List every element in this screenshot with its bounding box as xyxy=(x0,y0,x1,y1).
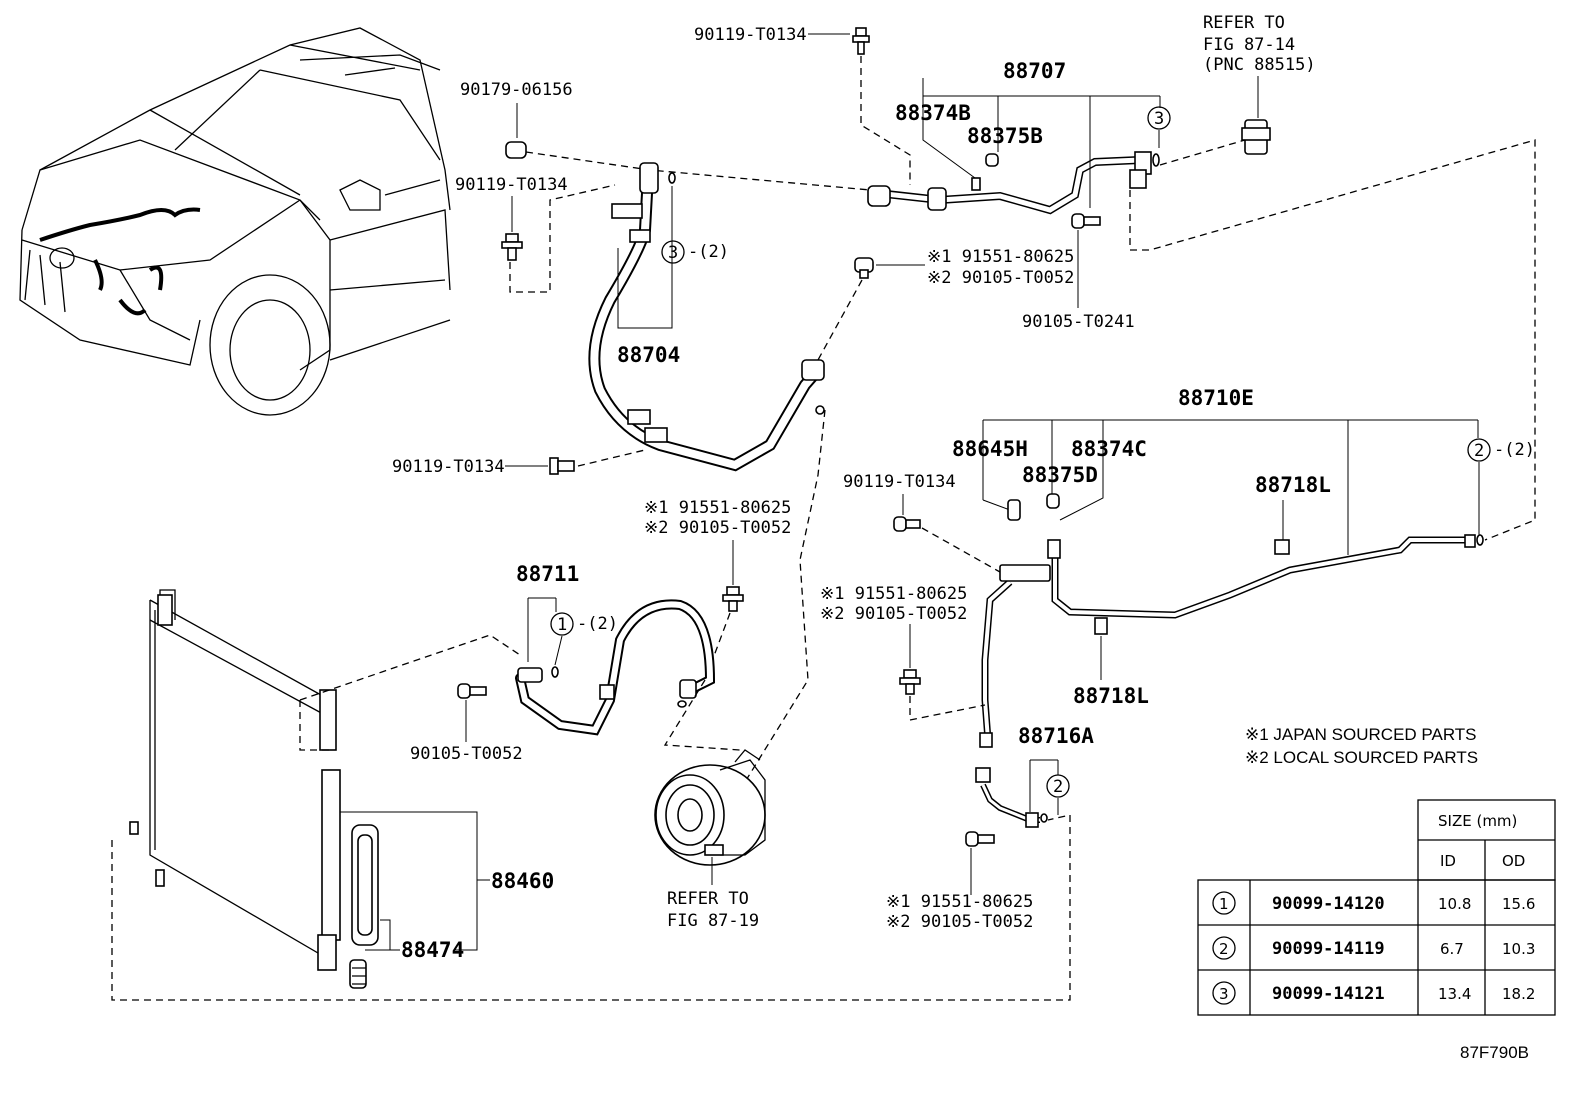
label-88716A: 88716A xyxy=(1018,724,1094,748)
svg-text:2: 2 xyxy=(1053,777,1063,797)
label-88375D: 88375D xyxy=(1022,463,1098,487)
label-88707: 88707 xyxy=(1003,59,1066,83)
callout-2-right xyxy=(1467,438,1491,462)
label-88460: 88460 xyxy=(491,869,554,893)
condenser-illustration xyxy=(129,589,379,989)
expansion-valve-icon xyxy=(1241,119,1271,155)
svg-text:3: 3 xyxy=(1219,985,1229,1003)
pipe-88707 xyxy=(867,151,1160,215)
vehicle-illustration xyxy=(19,27,451,416)
label-local-b: ※2 90105-T0052 xyxy=(644,518,791,538)
label-japan-d: ※1 91551-80625 xyxy=(886,892,1033,912)
label-88704: 88704 xyxy=(617,343,680,367)
callout-3-top xyxy=(1147,106,1171,130)
label-88718L-top: 88718L xyxy=(1255,473,1331,497)
label-90105-T0241: 90105-T0241 xyxy=(1022,312,1135,332)
label-clip-left: 90179-06156 xyxy=(460,80,573,100)
label-88711: 88711 xyxy=(516,562,579,586)
label-local-a: ※2 90105-T0052 xyxy=(927,268,1074,288)
svg-text:-(2): -(2) xyxy=(577,614,618,634)
bolt-mid-icon xyxy=(549,457,575,475)
bolt-right-icon xyxy=(893,516,921,532)
label-japan-c: ※1 91551-80625 xyxy=(820,584,967,604)
label-88374C: 88374C xyxy=(1071,437,1147,461)
label-88375B: 88375B xyxy=(967,124,1043,148)
bolt-88716A-icon xyxy=(965,831,995,847)
bolt-upper-icon xyxy=(854,257,874,279)
bolt-left-icon xyxy=(501,233,523,261)
label-local-d: ※2 90105-T0052 xyxy=(886,912,1033,932)
table-row: 1 90099-14120 10.8 15.6 xyxy=(1212,891,1535,915)
label-bolt-left: 90119-T0134 xyxy=(455,175,568,195)
svg-text:1: 1 xyxy=(1219,895,1229,913)
callout-2-bottom xyxy=(1046,774,1070,798)
hose-88704 xyxy=(588,162,825,472)
refer-comp-1: REFER TO xyxy=(667,889,749,909)
compressor-illustration xyxy=(654,749,766,866)
legend-japan: ※1 JAPAN SOURCED PARTS xyxy=(1245,725,1477,744)
label-bolt-top: 90119-T0134 xyxy=(694,25,807,45)
svg-text:13.4: 13.4 xyxy=(1438,985,1471,1003)
label-88645H: 88645H xyxy=(952,437,1028,461)
svg-text:1: 1 xyxy=(557,615,567,635)
size-table-col-od: OD xyxy=(1502,852,1525,870)
pipe-88716A xyxy=(975,732,1048,828)
svg-text:90099-14120: 90099-14120 xyxy=(1272,894,1385,914)
svg-text:90099-14119: 90099-14119 xyxy=(1272,939,1385,959)
label-bolt-88711: 90105-T0052 xyxy=(410,744,523,764)
label-88374B: 88374B xyxy=(895,101,971,125)
svg-text:15.6: 15.6 xyxy=(1502,895,1535,913)
label-bolt-mid: 90119-T0134 xyxy=(392,457,505,477)
bolt-top-icon xyxy=(852,27,870,55)
svg-text:18.2: 18.2 xyxy=(1502,985,1535,1003)
svg-text:6.7: 6.7 xyxy=(1440,940,1464,958)
label-88474: 88474 xyxy=(401,938,464,962)
size-table-header: SIZE (mm) xyxy=(1438,812,1517,830)
label-local-c: ※2 90105-T0052 xyxy=(820,604,967,624)
label-japan-a: ※1 91551-80625 xyxy=(927,247,1074,267)
svg-text:3: 3 xyxy=(668,243,678,263)
refer-comp-2: FIG 87-19 xyxy=(667,911,759,931)
svg-text:3: 3 xyxy=(1154,109,1164,129)
hose-88711 xyxy=(515,599,716,736)
svg-text:-(2): -(2) xyxy=(688,242,729,262)
label-japan-b: ※1 91551-80625 xyxy=(644,498,791,518)
refer-top-1: REFER TO xyxy=(1203,13,1285,33)
callout-3-left xyxy=(661,240,685,264)
refer-top-3: (PNC 88515) xyxy=(1203,55,1316,75)
refer-top-2: FIG 87-14 xyxy=(1203,35,1295,55)
label-88710E: 88710E xyxy=(1178,386,1254,410)
svg-text:10.8: 10.8 xyxy=(1438,895,1471,913)
svg-text:10.3: 10.3 xyxy=(1502,940,1535,958)
label-88718L-bottom: 88718L xyxy=(1073,684,1149,708)
bolt-88707-icon xyxy=(1071,213,1101,229)
bolt-88711-lower-icon xyxy=(457,683,487,699)
table-row: 3 90099-14121 13.4 18.2 xyxy=(1212,981,1535,1005)
svg-text:90099-14121: 90099-14121 xyxy=(1272,984,1385,1004)
bolt-88710E-icon xyxy=(899,669,921,695)
clip-icon xyxy=(505,141,527,159)
callout-1-mid xyxy=(550,612,574,636)
table-row: 2 90099-14119 6.7 10.3 xyxy=(1212,936,1535,960)
svg-text:2: 2 xyxy=(1474,441,1484,461)
diagram-code: 87F790B xyxy=(1460,1043,1529,1062)
size-table: SIZE (mm) ID OD 1 90099-14120 10.8 15.6 … xyxy=(1197,799,1556,1016)
label-bolt-right: 90119-T0134 xyxy=(843,472,956,492)
size-table-col-id: ID xyxy=(1440,852,1456,870)
bolt-88711-upper-icon xyxy=(722,586,744,612)
legend-local: ※2 LOCAL SOURCED PARTS xyxy=(1245,748,1478,767)
svg-text:-(2): -(2) xyxy=(1494,440,1535,460)
svg-text:2: 2 xyxy=(1219,940,1229,958)
pipe-88710E xyxy=(981,493,1484,741)
